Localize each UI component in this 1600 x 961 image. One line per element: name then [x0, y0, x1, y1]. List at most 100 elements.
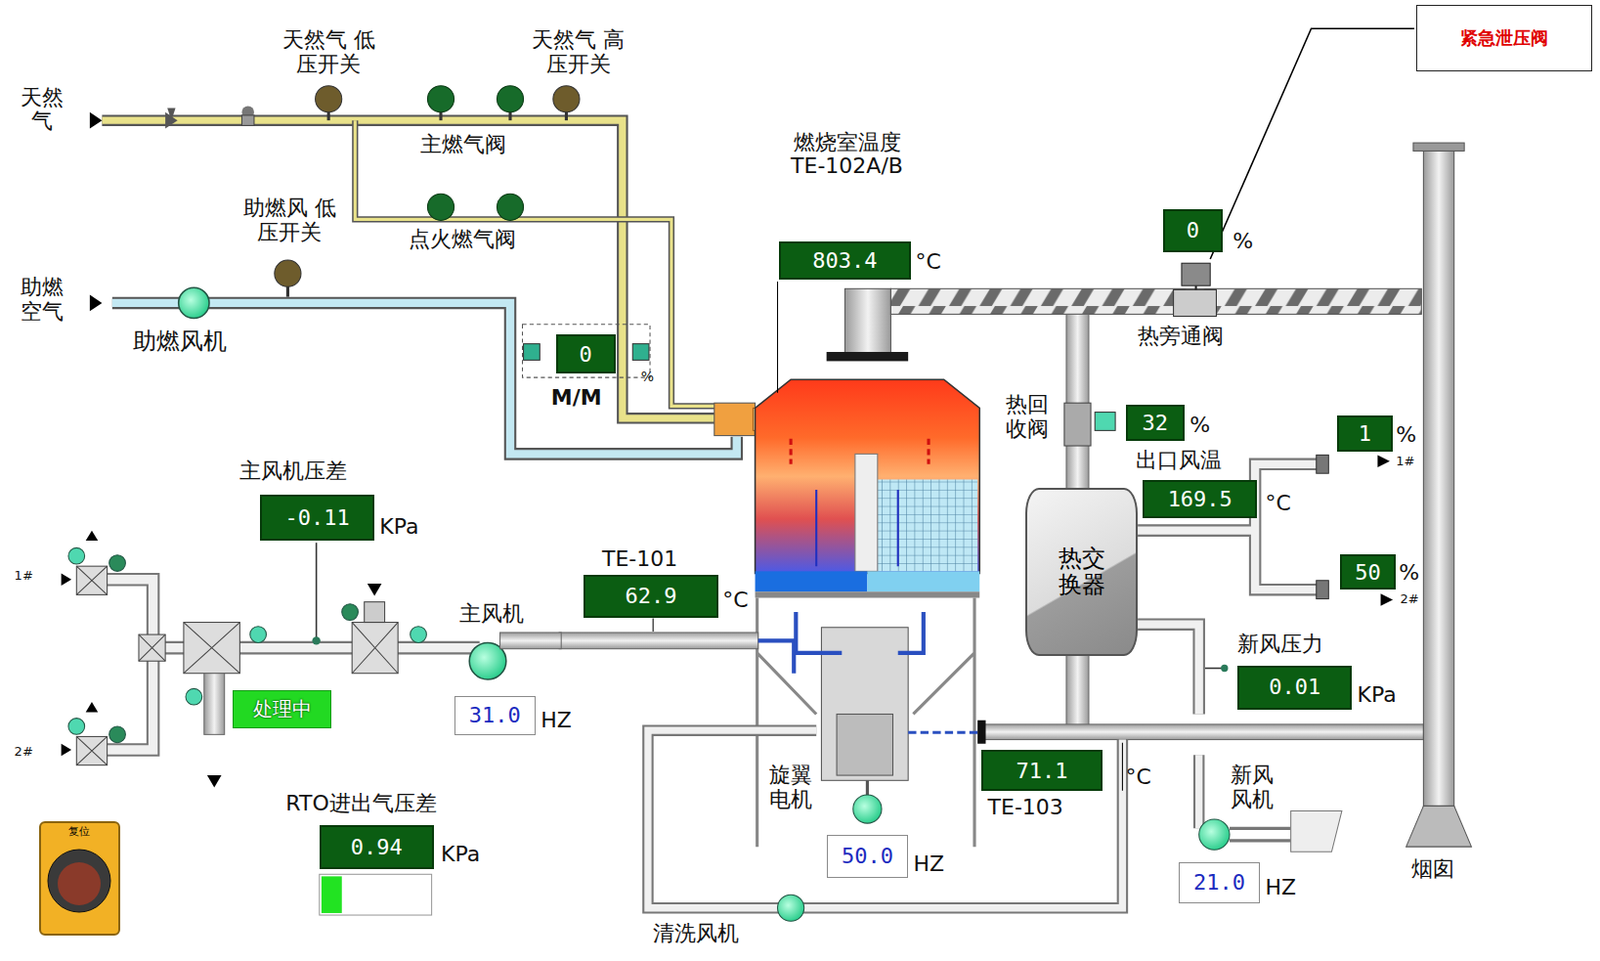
pressure-bar-part	[321, 875, 343, 913]
inlet-system-part	[185, 688, 203, 705]
fresh-air-fan-part	[1229, 827, 1292, 841]
leader-lines-part	[777, 281, 779, 393]
outlet-pipes-part	[1137, 624, 1200, 715]
fresh-air-fan	[1199, 754, 1342, 852]
inlet-system	[61, 530, 563, 788]
inlet-system-part	[68, 547, 86, 564]
reset-button: 复位	[39, 821, 122, 936]
rotary-valve-part	[836, 713, 893, 776]
rto-chamber	[755, 288, 981, 847]
switches-part	[274, 259, 302, 287]
text-label: 主风机	[459, 602, 524, 627]
node-text: 71.1	[1015, 758, 1068, 783]
inlet-system-part	[76, 565, 107, 595]
knob-face	[57, 862, 101, 906]
hot-duct-part	[890, 288, 1422, 314]
value-display: 32	[1125, 404, 1186, 441]
text-label: 助燃风机	[132, 328, 227, 355]
fresh-air-fan-part	[1195, 754, 1203, 828]
inlet-system-part	[500, 632, 563, 649]
text-label: 新风 风机	[1227, 763, 1277, 812]
node-text: 50.0	[841, 843, 894, 868]
rotary-valve-part	[908, 731, 980, 735]
value-display: 50	[1340, 554, 1396, 591]
inlet-system-part	[76, 735, 107, 765]
rto-chamber-part	[816, 489, 899, 566]
node-text: 62.9	[625, 583, 678, 608]
text-label: KPa	[379, 515, 419, 540]
switches-part	[496, 86, 523, 113]
text-label: RTO进出气压差	[285, 791, 436, 817]
clean-loop-part	[648, 730, 1123, 909]
fresh-air-fan-part	[1291, 811, 1342, 853]
rto-chamber-part	[790, 438, 929, 465]
leader-lines-part	[652, 617, 654, 632]
text-label: %	[1398, 561, 1420, 586]
switches-part	[553, 86, 580, 113]
node-text: 热交 换器	[1054, 545, 1110, 600]
rotary-valve-part	[758, 611, 924, 674]
frequency-display: 31.0	[454, 695, 537, 736]
inlet-system-part	[311, 636, 320, 645]
rto-chamber-part	[757, 598, 975, 848]
fresh-air-fan-part	[1199, 819, 1230, 850]
bypass-valve-part	[1195, 285, 1198, 290]
air-pipe-part	[112, 302, 737, 454]
hot-duct-part	[1064, 402, 1091, 446]
value-display: 0.94	[319, 824, 434, 870]
text-label: 1#	[1395, 454, 1415, 470]
outlet-pipes-part	[1377, 454, 1390, 468]
switches	[274, 86, 580, 298]
value-display: -0.11	[259, 494, 375, 541]
value-display: 0	[1163, 209, 1223, 253]
ratio-controller	[522, 324, 651, 378]
inlet-system-part	[183, 622, 240, 674]
text-label: 燃烧室温度 TE-102A/B	[775, 130, 918, 179]
frequency-display: 21.0	[1178, 862, 1261, 904]
node-text: 803.4	[812, 248, 877, 273]
inlet-system-part	[109, 726, 127, 743]
node-text: 处理中	[253, 697, 312, 721]
gas-pipes-part	[354, 120, 718, 406]
text-label: 烟囱	[1411, 857, 1455, 882]
rotary-valve	[559, 611, 980, 823]
switches-part	[427, 193, 454, 220]
chimney	[1406, 142, 1472, 847]
value-display: 169.5	[1142, 479, 1257, 519]
pressure-bar	[319, 873, 433, 915]
rotary-valve-part	[559, 632, 759, 649]
chimney-part	[1406, 805, 1472, 847]
status-indicator: 处理中	[232, 690, 332, 730]
clean-loop-part	[648, 730, 1123, 909]
text-label: KPa	[1357, 683, 1397, 708]
node-text: 1	[1358, 421, 1372, 446]
outlet-pipes-part	[1137, 464, 1327, 590]
gas-pipes	[89, 106, 718, 419]
text-label: 2#	[1399, 592, 1419, 607]
node-text: 复位	[68, 825, 90, 839]
node-text: 31.0	[469, 702, 521, 728]
text-label: 1#	[14, 568, 34, 584]
rto-chamber-part	[755, 379, 981, 573]
inlet-system-part	[204, 673, 225, 736]
bypass-valve-part	[1173, 289, 1217, 316]
text-label: KPa	[440, 842, 480, 867]
rotary-valve-part	[865, 779, 869, 796]
node-text: -0.11	[285, 505, 350, 530]
value-display: 62.9	[583, 574, 719, 618]
air-pipe-part	[112, 302, 737, 454]
text-label: 2#	[14, 744, 34, 760]
text-label: M/M	[551, 386, 603, 411]
node-text: 32	[1142, 410, 1169, 435]
rto-chamber-part	[755, 591, 981, 598]
node-text: 紧急泄压阀	[1460, 28, 1549, 49]
value-display: 0	[556, 334, 616, 374]
text-label: °C	[914, 250, 941, 275]
text-label: HZ	[912, 852, 945, 877]
inlet-system-part	[342, 604, 359, 621]
text-label: %	[641, 369, 654, 386]
node-text: 50	[1354, 560, 1382, 585]
inlet-system-part	[207, 775, 222, 788]
rto-chamber-part	[844, 288, 891, 355]
text-label: HZ	[540, 708, 572, 734]
